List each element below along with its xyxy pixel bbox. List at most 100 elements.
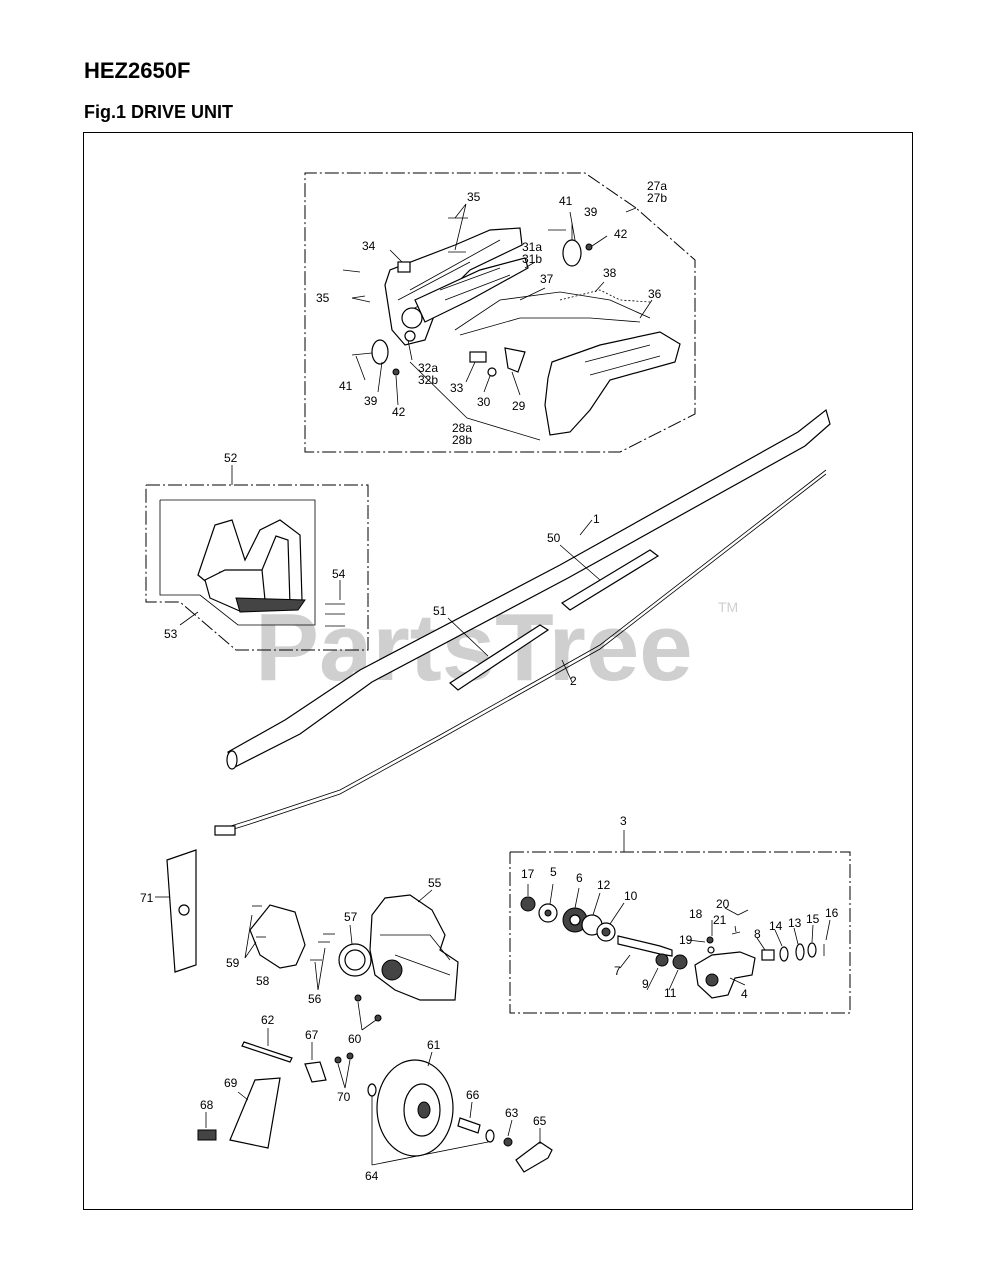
callout-3: 3 <box>620 814 627 828</box>
bearing-9 <box>655 953 669 967</box>
callout-line: 27b <box>647 191 667 205</box>
cap-65 <box>515 1141 553 1173</box>
bolt-icon <box>346 1052 354 1060</box>
callout-35b: 35 <box>316 291 330 305</box>
connector-icon <box>397 261 411 273</box>
nut-icon <box>392 368 400 376</box>
callout-13: 13 <box>788 916 802 930</box>
nut-icon <box>585 243 593 251</box>
clamp-icon <box>562 239 582 267</box>
gear-case-4 <box>694 951 756 999</box>
washer-icon <box>485 1129 495 1143</box>
gear-head-group <box>509 830 851 1014</box>
callout-7: 7 <box>614 964 621 978</box>
spindle-7 <box>617 935 673 957</box>
callout-19: 19 <box>679 933 693 947</box>
trigger-icon <box>504 347 526 373</box>
callout-6: 6 <box>576 871 583 885</box>
callout-20: 20 <box>716 897 730 911</box>
callout-28-text: 28a <box>452 421 472 435</box>
callout-66: 66 <box>466 1088 480 1102</box>
bolt-62 <box>241 1041 293 1063</box>
sleeve-51 <box>449 624 550 691</box>
callout-8: 8 <box>754 927 761 941</box>
model-title: HEZ2650F <box>84 58 191 83</box>
shaft-group <box>214 408 831 836</box>
callout-37: 37 <box>540 272 554 286</box>
spacer-66 <box>457 1117 481 1134</box>
callout-9: 9 <box>642 977 649 991</box>
callout-70: 70 <box>337 1090 351 1104</box>
bracket-68 <box>197 1129 217 1141</box>
bearing-11 <box>672 954 688 970</box>
callout-35a: 35 <box>467 190 481 204</box>
callout-65: 65 <box>533 1114 547 1128</box>
guard-55 <box>369 894 459 1001</box>
figure-title: Fig.1 DRIVE UNIT <box>84 102 234 122</box>
callout-34: 34 <box>362 239 376 253</box>
callout-42b: 42 <box>392 405 406 419</box>
watermark-tm: TM <box>718 599 738 615</box>
callout-69: 69 <box>224 1076 238 1090</box>
callout-11: 11 <box>664 986 677 1000</box>
screw-icon <box>252 905 335 961</box>
callout-27-text: 27a <box>647 179 667 193</box>
callout-31-text: 31a <box>522 240 542 254</box>
spring-icon <box>404 330 416 342</box>
callout-58: 58 <box>256 974 270 988</box>
callout-52: 52 <box>224 451 238 465</box>
bolt-icon <box>334 1056 342 1064</box>
callout-16: 16 <box>825 906 839 920</box>
callout-15: 15 <box>806 912 820 926</box>
switch-icon <box>469 351 487 363</box>
callout-71: 71 <box>140 891 154 905</box>
callout-63: 63 <box>505 1106 519 1120</box>
main-tube <box>227 408 831 769</box>
callout-line: 32b <box>418 373 438 387</box>
callout-64: 64 <box>365 1169 379 1183</box>
washer-icon <box>367 1083 377 1097</box>
callout-54: 54 <box>332 567 346 581</box>
aux-handle-group <box>145 465 369 651</box>
screw-icon <box>342 217 566 356</box>
callout-1: 1 <box>593 512 600 526</box>
callout-12: 12 <box>597 878 611 892</box>
callout-30: 30 <box>477 395 491 409</box>
sleeve-50 <box>560 549 660 611</box>
clamp-icon <box>371 339 389 365</box>
callout-60: 60 <box>348 1032 362 1046</box>
callout-line: 28b <box>452 433 472 447</box>
callout-32-text: 32a <box>418 361 438 375</box>
callout-56: 56 <box>308 992 322 1006</box>
callout-17: 17 <box>521 867 535 881</box>
drive-shaft-end <box>214 825 236 836</box>
callout-5: 5 <box>550 865 557 879</box>
callout-21: 21 <box>713 913 727 927</box>
spring-icon <box>487 367 497 377</box>
callout-57: 57 <box>344 910 358 924</box>
callout-36: 36 <box>648 287 662 301</box>
callout-68: 68 <box>200 1098 214 1112</box>
plate-69 <box>229 1077 281 1149</box>
callout-39a: 39 <box>584 205 598 219</box>
callout-55: 55 <box>428 876 442 890</box>
callout-29: 29 <box>512 399 526 413</box>
callout-61: 61 <box>427 1038 441 1052</box>
callout-67: 67 <box>305 1028 319 1042</box>
bolt-icon <box>325 603 345 627</box>
diagram-frame <box>83 132 913 1210</box>
callout-14: 14 <box>769 919 783 933</box>
callout-51: 51 <box>433 604 447 618</box>
bracket-67 <box>304 1061 327 1083</box>
callout-line: 31b <box>522 252 542 266</box>
callout-59: 59 <box>226 956 240 970</box>
cover-58 <box>249 904 306 969</box>
callout-41a: 41 <box>559 194 573 208</box>
callout-10: 10 <box>624 889 638 903</box>
